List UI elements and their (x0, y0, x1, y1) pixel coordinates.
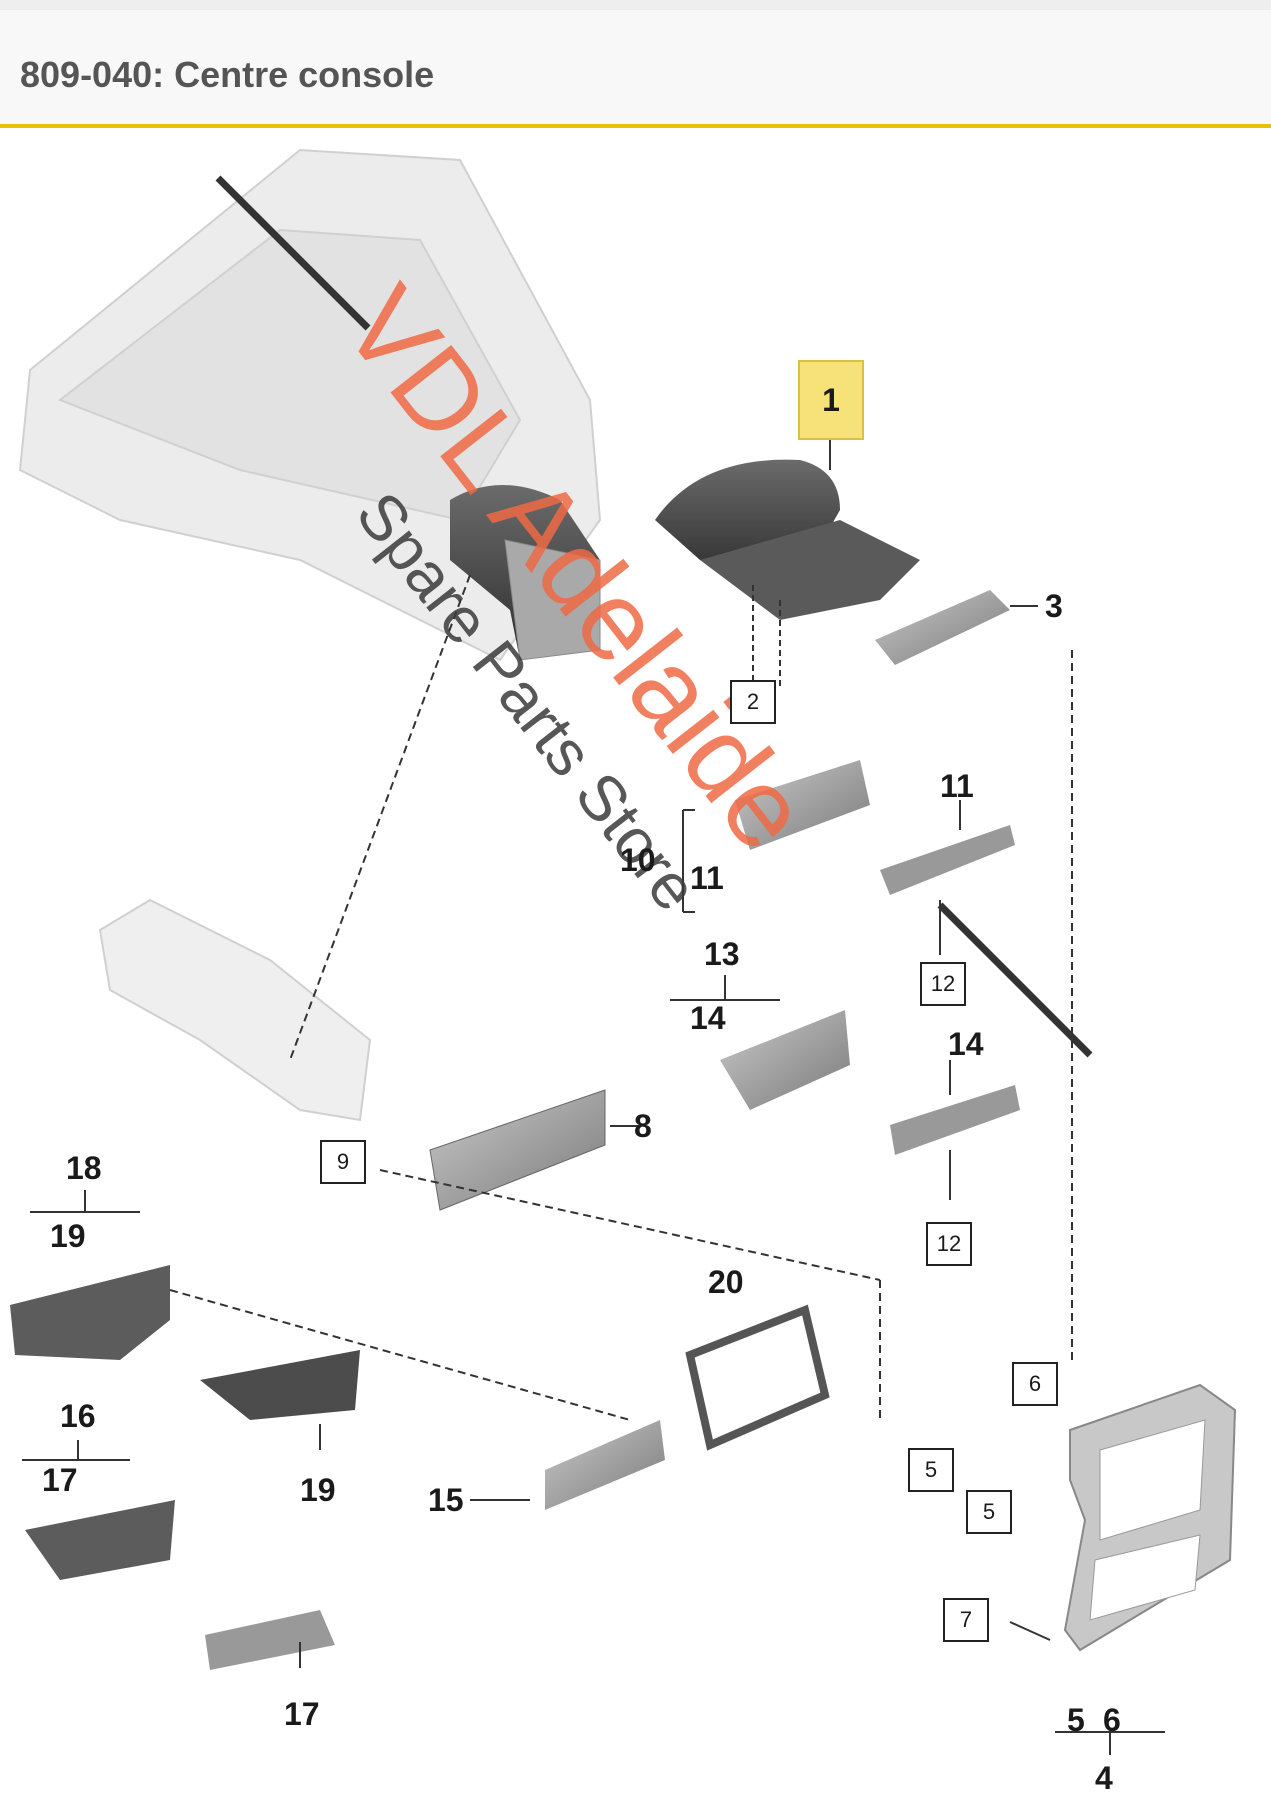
callout-13[interactable]: 13 (704, 936, 740, 972)
callout-17a[interactable]: 17 (42, 1462, 78, 1498)
callout-20[interactable]: 20 (708, 1264, 744, 1300)
callout-5c[interactable]: 5 (1067, 1702, 1085, 1738)
part-16 (25, 1500, 175, 1580)
callout-6a[interactable]: 6 (1012, 1362, 1058, 1406)
callout-3[interactable]: 3 (1045, 588, 1063, 624)
page-title: 809-040: Centre console (20, 54, 435, 95)
callout-15[interactable]: 15 (428, 1482, 464, 1518)
callout-9[interactable]: 9 (320, 1140, 366, 1184)
part-10 (735, 760, 870, 850)
part-8-vent (429, 1089, 606, 1211)
callout-5b[interactable]: 5 (966, 1490, 1012, 1534)
callout-17b[interactable]: 17 (284, 1696, 320, 1732)
top-strip (0, 0, 1271, 10)
callout-14a[interactable]: 14 (690, 1000, 726, 1036)
dashboard-context (18, 148, 602, 1122)
callout-10[interactable]: 10 (620, 842, 656, 878)
callout-14b[interactable]: 14 (948, 1026, 984, 1062)
callout-6b[interactable]: 6 (1103, 1702, 1121, 1738)
page-header: 809-040: Centre console (0, 10, 1271, 125)
part-14 (890, 1085, 1020, 1155)
callout-19a[interactable]: 19 (50, 1218, 86, 1254)
callout-19b[interactable]: 19 (300, 1472, 336, 1508)
callout-16[interactable]: 16 (60, 1398, 96, 1434)
part-15 (545, 1420, 665, 1510)
callout-5a[interactable]: 5 (908, 1448, 954, 1492)
part-3 (875, 590, 1010, 665)
part-18 (10, 1265, 170, 1360)
callout-18[interactable]: 18 (66, 1150, 102, 1186)
diagram-artwork (10, 148, 1237, 1755)
callout-7[interactable]: 7 (943, 1598, 989, 1642)
header-rule (0, 124, 1271, 128)
callout-2[interactable]: 2 (730, 680, 776, 724)
exploded-parts-diagram: VDL Adelaide Spare Parts Store (0, 128, 1271, 1800)
part-17 (205, 1610, 335, 1670)
callout-12b[interactable]: 12 (926, 1222, 972, 1266)
console-context-unit (450, 485, 601, 661)
callout-11a[interactable]: 11 (690, 860, 724, 896)
trim-panel (1063, 1383, 1237, 1652)
part-20-frame (685, 1304, 830, 1451)
callout-4[interactable]: 4 (1095, 1760, 1113, 1796)
part-11 (880, 825, 1015, 895)
part-19 (200, 1350, 360, 1420)
callout-1-highlighted[interactable]: 1 (798, 360, 864, 440)
callout-11b[interactable]: 11 (940, 768, 974, 804)
part-13 (720, 1010, 850, 1110)
callout-12a[interactable]: 12 (920, 962, 966, 1006)
part-1-armrest (655, 459, 920, 620)
callout-8[interactable]: 8 (634, 1108, 652, 1144)
